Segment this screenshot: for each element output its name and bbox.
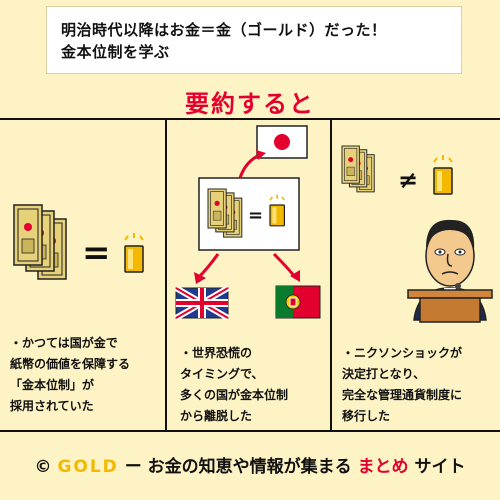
title-box: 明治時代以降はお金＝金（ゴールド）だった！ 金本位制を学ぶ	[46, 6, 462, 74]
panel-3-line: 移行した	[342, 409, 391, 423]
panel-divider-2	[330, 119, 332, 431]
panel-3-text: ・ニクソンショックが 決定打となり、 完全な管理通貨制度に 移行した	[342, 343, 462, 427]
panel-1-line: 「金本位制」が	[10, 378, 95, 392]
portugal-flag-icon	[275, 285, 321, 319]
podium-icon	[407, 289, 493, 323]
footer-tagline: お金の知恵や情報が集まる	[147, 457, 352, 477]
panel-2-text: ・世界恐慌の タイミングで、 多くの国が金本位制 から離脱した	[180, 343, 288, 427]
footer: © GOLD ー お金の知恵や情報が集まる まとめ サイト	[0, 440, 500, 500]
gold-standard-frame: =	[198, 177, 300, 251]
footer-text: © GOLD ー お金の知恵や情報が集まる まとめ サイト	[0, 452, 500, 477]
panel-3-line: ・ニクソンショックが	[342, 346, 463, 360]
arrows-icon	[194, 150, 300, 284]
panel-bottom-border	[0, 430, 500, 432]
gold-bar-small-icon	[433, 154, 453, 195]
uk-flag-icon	[174, 285, 230, 321]
copyright-mark: ©	[34, 457, 52, 477]
panel-2-line: から離脱した	[180, 409, 253, 423]
footer-tail: サイト	[414, 457, 466, 477]
not-equals-sign: ≠	[398, 166, 419, 194]
panel-divider-1	[165, 119, 167, 431]
brand-dash: ー	[124, 457, 142, 477]
panel-1-line: ・かつては国が金で	[10, 336, 118, 350]
equals-sign: =	[82, 233, 111, 273]
panel-top-border	[0, 118, 500, 120]
panel-3-line: 決定打となり、	[342, 367, 426, 381]
japan-flag-icon	[256, 125, 308, 159]
page-title: 明治時代以降はお金＝金（ゴールド）だった！	[61, 21, 387, 39]
footer-highlight: まとめ	[357, 457, 409, 477]
panel-2-line: 多くの国が金本位制	[180, 388, 289, 402]
gold-bar-icon	[124, 232, 144, 273]
panel-1-line: 紙幣の価値を保障する	[10, 357, 131, 371]
page-subtitle: 金本位制を学ぶ	[61, 43, 170, 61]
summary-heading: 要約すると	[185, 90, 315, 118]
svg-text:=: =	[248, 205, 263, 226]
panel-3-line: 完全な管理通貨制度に	[342, 388, 463, 402]
panel-1-text: ・かつては国が金で 紙幣の価値を保障する 「金本位制」が 採用されていた	[10, 333, 130, 417]
brand-name: GOLD	[57, 457, 119, 477]
panel-2-line: タイミングで、	[180, 367, 264, 381]
panel-1-line: 採用されていた	[10, 399, 94, 413]
panel-2-line: ・世界恐慌の	[180, 346, 253, 360]
